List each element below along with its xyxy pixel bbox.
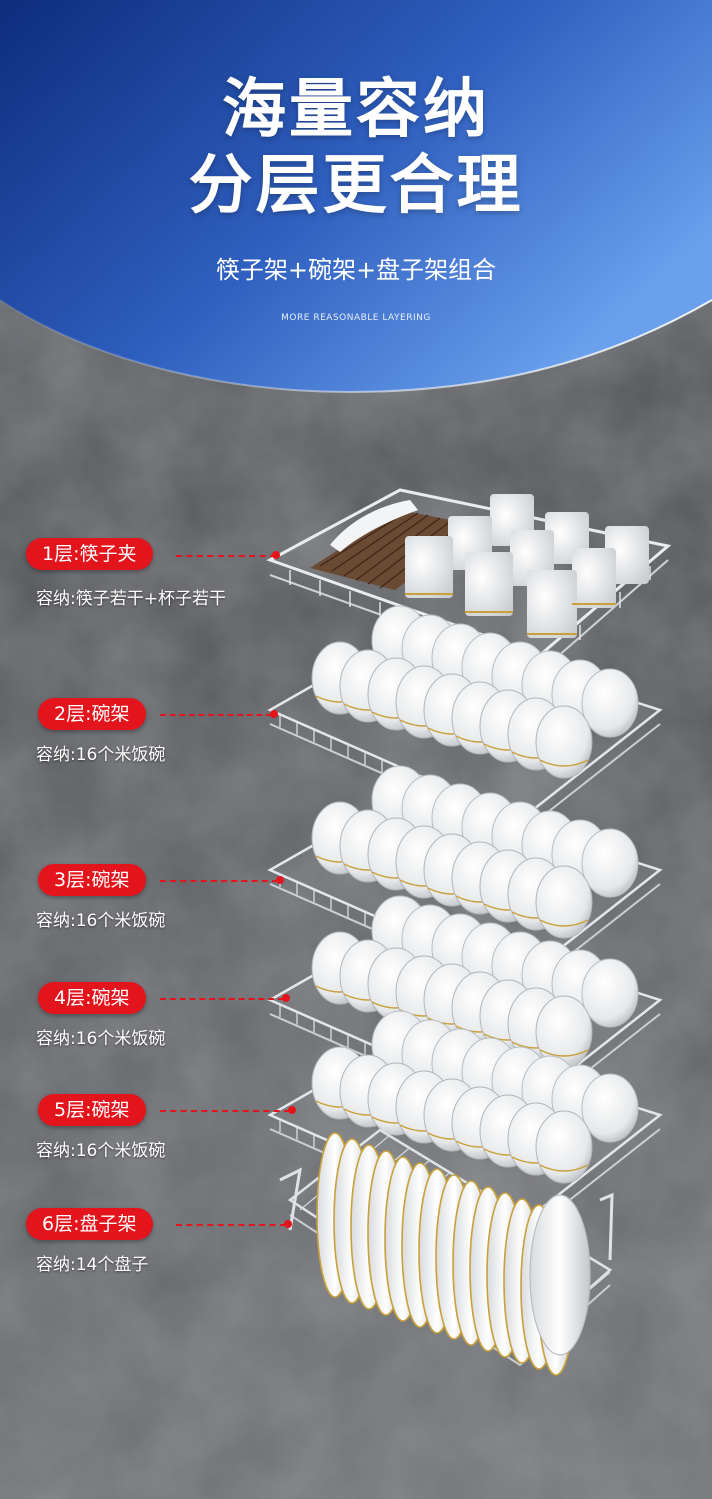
tier-1-leader (176, 555, 276, 557)
english-tagline: MORE REASONABLE LAYERING (281, 313, 431, 323)
header-band (0, 0, 712, 394)
bowl-tiers (267, 605, 663, 1241)
tier-6-plate-rack (279, 1128, 614, 1376)
tier-6-label: 6层:盘子架 (26, 1208, 153, 1240)
tier-4-leader (160, 998, 284, 1000)
tier-5-label: 5层:碗架 (38, 1094, 146, 1126)
tier-1-leader-dot (272, 551, 280, 559)
tier-6-leader (176, 1224, 286, 1226)
tier-6-capacity: 容纳:14个盘子 (36, 1255, 149, 1275)
tier-1-label: 1层:筷子夹 (26, 538, 153, 570)
tier-2-leader (160, 714, 272, 716)
tier-1-capacity: 容纳:筷子若干+杯子若干 (36, 589, 226, 609)
tier-2-bowl-rack (267, 605, 663, 836)
tier-5-leader-dot (288, 1106, 296, 1114)
tier-4-capacity: 容纳:16个米饭碗 (36, 1029, 166, 1049)
tier-3-leader (160, 880, 278, 882)
tier-4-label: 4层:碗架 (38, 982, 146, 1014)
tier-6-leader-dot (284, 1220, 292, 1228)
tier-3-capacity: 容纳:16个米饭碗 (36, 911, 166, 931)
tier-2-leader-dot (270, 710, 278, 718)
tier-5-bowl-rack (267, 1010, 663, 1241)
tier-2-label: 2层:碗架 (38, 698, 146, 730)
tier-5-capacity: 容纳:16个米饭碗 (36, 1141, 166, 1161)
subtitle: 筷子架+碗架+盘子架组合 (215, 256, 497, 284)
cups (405, 494, 649, 638)
tier-1-tray (266, 488, 672, 674)
title-line-2: 分层更合理 (188, 149, 524, 223)
tier-3-label: 3层:碗架 (38, 864, 146, 896)
tier-4-leader-dot (282, 994, 290, 1002)
tier-5-leader (160, 1110, 290, 1112)
title-line-1: 海量容纳 (222, 73, 490, 147)
tier-3-leader-dot (276, 876, 284, 884)
tier-2-capacity: 容纳:16个米饭碗 (36, 745, 166, 765)
